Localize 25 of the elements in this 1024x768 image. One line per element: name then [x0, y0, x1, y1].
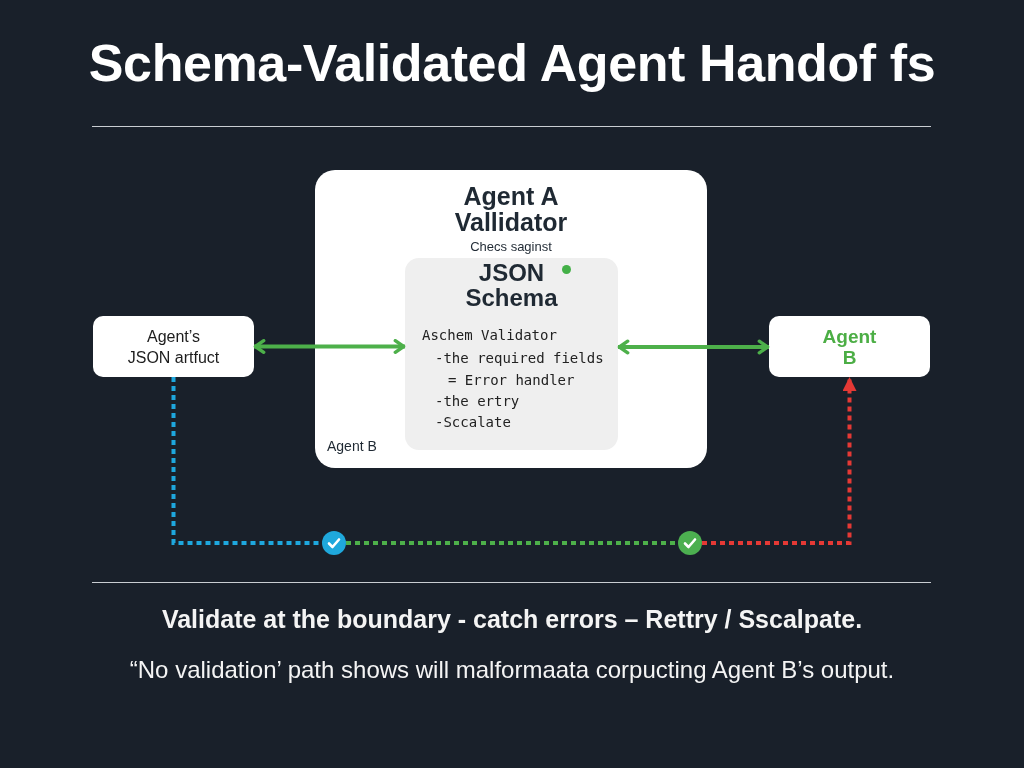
code-line: -the required fields	[435, 349, 604, 367]
summary-text: Validate at the boundary - catch errors – Rettry / Sscalpate.	[161, 605, 863, 633]
double-arrow	[253, 339, 406, 354]
dashed-connector	[171, 377, 322, 545]
schema-panel	[405, 258, 618, 450]
code-line: -the ertry	[435, 392, 520, 410]
process-box	[93, 316, 254, 377]
dashed-connector	[346, 541, 678, 545]
double-arrow	[617, 339, 770, 355]
code-line: = Error handler	[448, 371, 575, 389]
panel-heading: JSON Schema	[464, 260, 559, 310]
code-line: Aschem Validator	[422, 326, 557, 344]
container-box	[315, 170, 707, 468]
box-title: Agent A Vallidator	[453, 183, 569, 235]
box-note: Checs saginst	[470, 239, 552, 255]
check-circle-icon	[678, 531, 702, 555]
check-circle-icon	[322, 531, 346, 555]
caption-text: “No validation’ path shows will malformaata corpucting Agent B’s output.	[129, 656, 895, 684]
box-label: Agent’s JSON artfuct	[126, 326, 221, 368]
process-box	[769, 316, 930, 377]
dashed-arrow	[702, 377, 857, 545]
box-label: Agent B	[327, 438, 377, 455]
box-label: Agent B	[821, 325, 878, 368]
code-line: -Sccalate	[435, 413, 511, 431]
diagram-title: Schema-Validated Agent Handof fs	[88, 34, 936, 92]
